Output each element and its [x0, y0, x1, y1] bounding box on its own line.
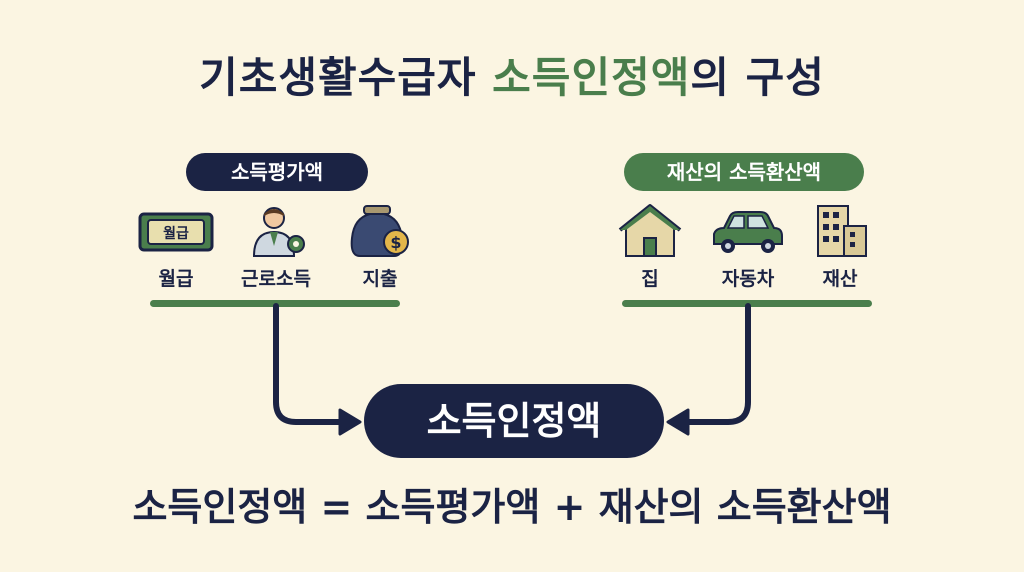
title-prefix: 기초생활수급자 [199, 53, 493, 102]
money-bill-icon: 월급 [136, 204, 216, 260]
car-icon [708, 204, 788, 260]
left-connector-arrow [273, 303, 347, 425]
income-evaluation-pill: 소득평가액 [186, 153, 368, 191]
right-arrowhead [666, 408, 690, 436]
page-title: 기초생활수급자 소득인정액의 구성 [0, 44, 1024, 105]
formula-text: 소득인정액 = 소득평가액 + 재산의 소득환산액 [132, 485, 892, 529]
money-bag-icon: $ [340, 202, 420, 258]
house-icon [610, 202, 690, 258]
left-item-label: 지출 [362, 268, 398, 290]
right-connector-arrow [681, 303, 751, 425]
money-bag-text: $ [390, 233, 401, 252]
money-bill-text: 월급 [163, 225, 189, 242]
recognized-income-pill: 소득인정액 [364, 384, 664, 458]
worker-gear-icon [236, 202, 316, 258]
right-item-label: 자동차 [721, 268, 775, 290]
left-item-label: 근로소득 [241, 268, 311, 290]
asset-conversion-pill: 재산의 소득환산액 [624, 153, 864, 191]
left-item-label: 월급 [158, 268, 194, 290]
title-highlight: 소득인정액 [492, 53, 691, 102]
title-suffix: 의 구성 [690, 53, 825, 102]
buildings-icon [800, 202, 880, 258]
left-arrowhead [338, 408, 362, 436]
right-item-label: 집 [641, 268, 659, 290]
right-item-label: 재산 [822, 268, 858, 290]
